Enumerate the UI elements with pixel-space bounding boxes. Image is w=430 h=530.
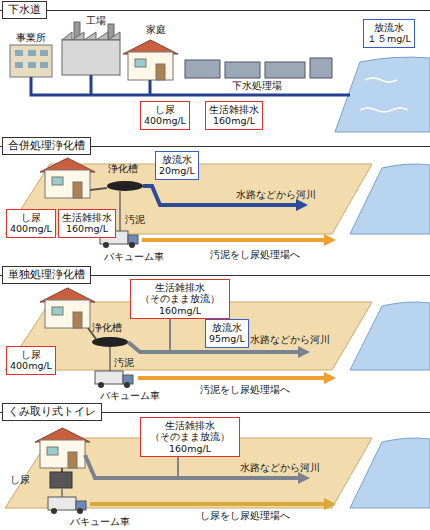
sludge-line [119,191,121,231]
river [350,164,430,234]
treatment-tank [265,62,305,78]
treatment-tank [310,58,332,78]
box-value: 160mg/L [134,305,226,316]
window [40,62,48,68]
cesspit [50,472,72,488]
caption-label: 汚泥をし尿処理場へ [210,249,300,261]
office-building [10,45,52,77]
sludge-arrow [142,238,324,242]
septic-tank [92,337,128,347]
drain-pipe [90,188,107,190]
window [15,50,23,56]
nightsoil-arrow [90,502,324,506]
box-heading: 放流水 [159,154,195,165]
caption-label: 浄化槽 [108,163,138,175]
caption-label: し尿 [10,474,30,486]
caption-label: 汚泥をし尿処理場へ [200,384,290,396]
home-house [40,158,95,198]
window [28,50,36,56]
box-heading: 生活雑排水 [62,212,112,223]
window [28,62,36,68]
caption-label: バキューム車 [100,390,160,402]
concentration-box: 放流水１５mg/L [363,19,415,48]
box-heading: 放流水 [209,322,245,333]
concentration-box: し尿400mg/L [140,101,190,130]
caption-label: バキューム車 [104,251,164,263]
caption-label: 家庭 [146,24,166,36]
box-heading: 生活雑排水 [209,104,259,115]
caption-label: 工場 [86,15,106,27]
section-title: 下水道 [2,1,47,19]
home-house [123,40,178,80]
box-heading: 生活雑排水 （そのまま放流） [134,282,226,305]
box-heading: 生活雑排水 （そのまま放流） [144,420,236,443]
box-heading: し尿 [144,104,186,115]
vacuum-truck [48,497,86,514]
concentration-box: 生活雑排水160mg/L [58,209,116,238]
arrow-head [296,199,308,211]
greywater-line [177,454,179,476]
concentration-box: 放流水95mg/L [205,319,249,348]
concentration-box: し尿400mg/L [6,346,56,375]
caption-label: 水路などから河川 [236,189,316,201]
box-value: 400mg/L [144,115,186,126]
section-title: くみ取り式トイレ [2,403,102,421]
box-value: 160mg/L [144,443,236,454]
box-value: 160mg/L [209,115,259,126]
concentration-box: 生活雑排水 （そのまま放流）160mg/L [140,417,240,457]
caption-label: 水路などから河川 [250,334,330,346]
greywater-line [169,316,171,350]
drain-pipe [61,468,63,472]
arrow-head [324,498,336,510]
box-value: 95mg/L [209,333,245,344]
section-band: 単独処理浄化槽生活雑排水 （そのまま放流）160mg/L放流水95mg/Lし尿4… [0,275,430,401]
caption-label: 汚泥 [125,214,145,226]
river-wave [360,78,408,112]
caption-label: 浄化槽 [92,322,122,334]
caption-label: 汚泥 [114,357,134,369]
box-value: 20mg/L [159,165,195,176]
river [350,302,430,370]
septic-tank [107,181,143,191]
caption-label: バキューム車 [70,516,130,528]
caption-label: 水路などから河川 [240,462,320,474]
box-heading: 放流水 [367,22,411,33]
box-value: 160mg/L [62,223,112,234]
river [350,438,430,508]
caption-label: 事業所 [16,32,46,44]
caption-label: 下水処理場 [232,80,282,92]
concentration-box: 生活雑排水160mg/L [205,101,263,130]
section-band: 下水道し尿400mg/L生活雑排水160mg/L放流水１５mg/L [0,10,430,135]
factory-roof [62,32,120,40]
box-heading: し尿 [10,212,52,223]
sludge-line [61,488,63,497]
factory-building [62,40,120,75]
arrow-head [298,472,310,484]
box-value: 400mg/L [10,360,52,371]
window [40,50,48,56]
treatment-tank [185,60,220,78]
treatment-tank [225,62,260,78]
home-house [40,288,95,328]
arrow-head [324,372,336,384]
box-value: 400mg/L [10,223,52,234]
caption-label: し尿をし尿処理場へ [200,510,290,522]
concentration-box: 放流水20mg/L [155,151,199,180]
vacuum-truck [95,371,133,388]
box-value: １５mg/L [367,33,411,44]
sewer-pipe [31,75,350,95]
window [15,62,23,68]
sludge-line [109,347,111,371]
concentration-box: し尿400mg/L [6,209,56,238]
concentration-box: 生活雑排水 （そのまま放流）160mg/L [130,279,230,319]
home-house [35,428,90,468]
arrow-head [324,234,336,246]
arrow-head [298,346,310,358]
section-band: 合併処理浄化槽放流水20mg/Lし尿400mg/L生活雑排水160mg/L [0,146,430,264]
section-title: 合併処理浄化槽 [2,137,91,155]
box-heading: し尿 [10,349,52,360]
sludge-arrow [138,376,324,380]
section-title: 単独処理浄化槽 [2,266,91,284]
